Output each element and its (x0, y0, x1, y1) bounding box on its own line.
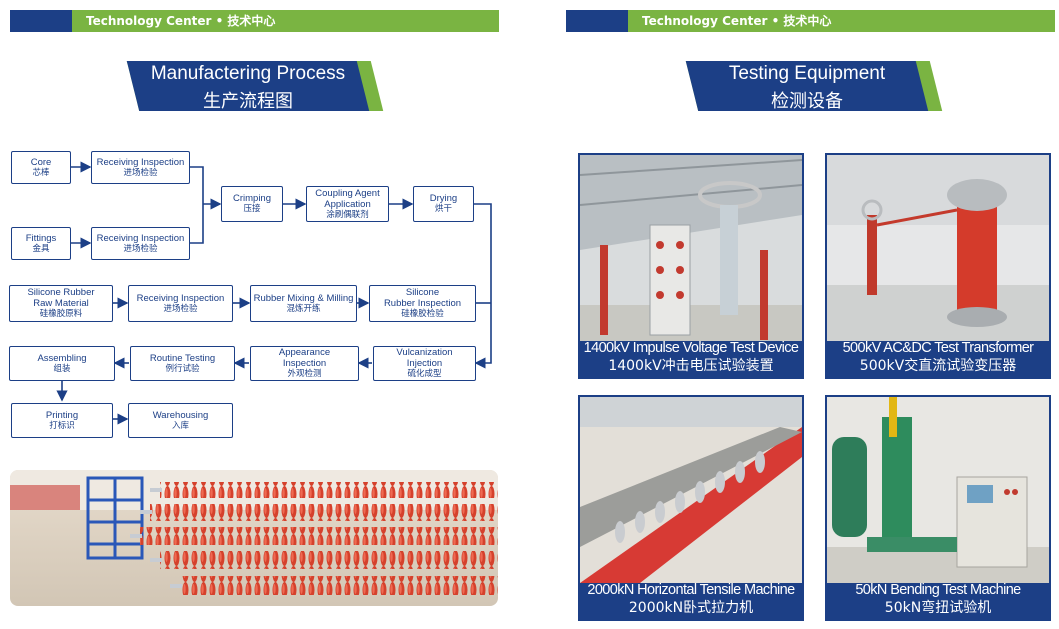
manufacturing-title-zh: 生产流程图 (203, 91, 293, 112)
equipment-card-impulse-voltage: 1400kV Impulse Voltage Test Device 1400k… (578, 153, 804, 379)
step-coupling-agent: Coupling Agent Application 涂刷偶联剂 (306, 186, 389, 222)
card-title-zh: 500kV交直流试验变压器 (859, 358, 1017, 374)
bending-machine-caption: 50kN Bending Test Machine 50kN弯扭试验机 (827, 581, 1049, 619)
step-vulcanization-injection: Vulcanization Injection 硫化成型 (373, 346, 476, 381)
step-core: Core 芯棒 (11, 151, 71, 184)
step-silicone-raw-material: Silicone Rubber Raw Material 硅橡胶原料 (9, 285, 113, 322)
impulse-voltage-caption: 1400kV Impulse Voltage Test Device 1400k… (580, 339, 802, 377)
manufacturing-title-en: Manufactering Process (150, 63, 346, 84)
test-transformer-caption: 500kV AC&DC Test Transformer 500kV交直流试验变… (827, 339, 1049, 377)
right-header-accent (566, 10, 628, 32)
equipment-card-test-transformer: 500kV AC&DC Test Transformer 500kV交直流试验变… (825, 153, 1051, 379)
card-title-en: 500kV AC&DC Test Transformer (842, 340, 1034, 356)
testing-title-banner: Testing Equipment 检测设备 (685, 61, 943, 112)
impulse-voltage-photo (580, 155, 802, 341)
step-routine-testing: Routine Testing 例行试验 (130, 346, 235, 381)
flowchart-connectors (56, 161, 492, 425)
step-assembling: Assembling 组装 (9, 346, 115, 381)
card-title-zh: 50kN弯扭试验机 (884, 600, 992, 616)
equipment-card-tensile-machine: 2000kN Horizontal Tensile Machine 2000kN… (578, 395, 804, 621)
step-printing: Printing 打标识 (11, 403, 113, 438)
step-crimping: Crimping 压接 (221, 186, 283, 222)
left-header-bar: Technology Center • 技术中心 (10, 10, 499, 32)
step-silicone-rubber-inspection: Silicone Rubber Inspection 硅橡胶检验 (369, 285, 476, 322)
right-header-label: Technology Center • 技术中心 (642, 14, 832, 28)
equipment-card-bending-machine: 50kN Bending Test Machine 50kN弯扭试验机 (825, 395, 1051, 621)
step-fittings: Fittings 金具 (11, 227, 71, 260)
card-title-zh: 2000kN卧式拉力机 (628, 600, 754, 616)
factory-insulators-photo (10, 470, 498, 606)
card-title-en: 2000kN Horizontal Tensile Machine (587, 582, 795, 598)
step-receiving-inspection-core: Receiving Inspection 进场检验 (91, 151, 190, 184)
manufacturing-title-banner: Manufactering Process 生产流程图 (126, 61, 384, 112)
card-title-en: 1400kV Impulse Voltage Test Device (583, 340, 799, 356)
step-receiving-inspection-fittings: Receiving Inspection 进场检验 (91, 227, 190, 260)
step-appearance-inspection: Appearance Inspection 外观检测 (250, 346, 359, 381)
bending-machine-photo (827, 397, 1049, 583)
testing-title-zh: 检测设备 (771, 91, 843, 112)
step-receiving-inspection-silicone: Receiving Inspection 进场检验 (128, 285, 233, 322)
left-header-label: Technology Center • 技术中心 (86, 14, 276, 28)
left-header-accent (10, 10, 72, 32)
step-warehousing: Warehousing 入库 (128, 403, 233, 438)
test-transformer-photo (827, 155, 1049, 341)
process-flowchart: Core 芯棒 Receiving Inspection 进场检验 Fittin… (0, 140, 520, 440)
right-header-bar: Technology Center • 技术中心 (566, 10, 1055, 32)
card-title-zh: 1400kV冲击电压试验装置 (608, 358, 774, 374)
step-rubber-mixing: Rubber Mixing & Milling 混炼开练 (250, 285, 357, 322)
step-drying: Drying 烘干 (413, 186, 474, 222)
testing-title-en: Testing Equipment (728, 63, 886, 84)
tensile-machine-photo (580, 397, 802, 583)
tensile-machine-caption: 2000kN Horizontal Tensile Machine 2000kN… (580, 581, 802, 619)
card-title-en: 50kN Bending Test Machine (855, 582, 1021, 598)
